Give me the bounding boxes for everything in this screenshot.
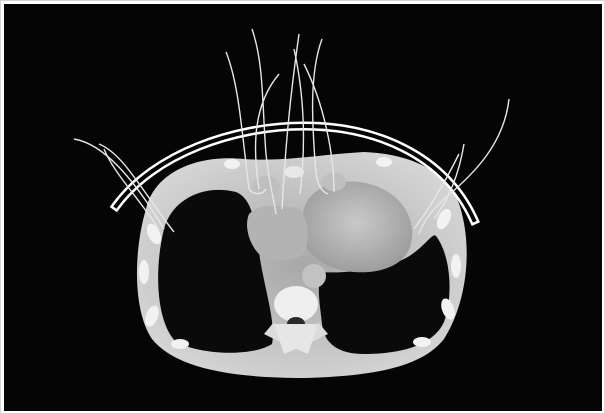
ct-scan-image xyxy=(4,4,602,411)
ct-scan-svg xyxy=(4,4,602,411)
sternum xyxy=(284,166,304,178)
descending-aorta xyxy=(302,264,326,288)
